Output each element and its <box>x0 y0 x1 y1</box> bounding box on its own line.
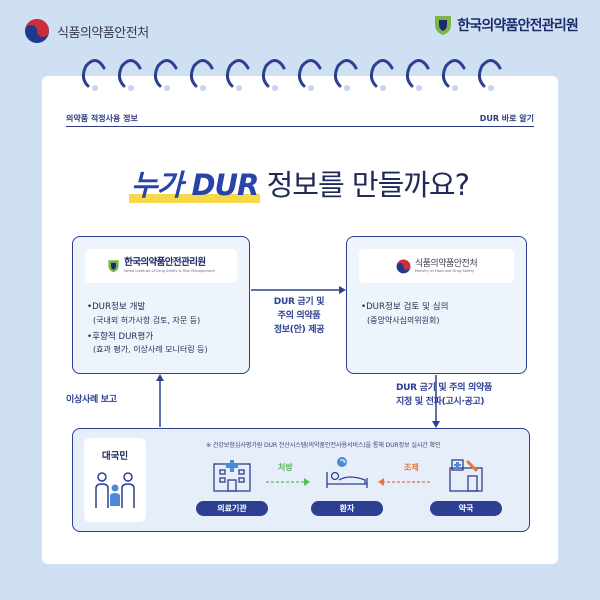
kids-box-logo-name: 한국의약품안전관리원 <box>124 257 206 269</box>
title-rest: 정보를 만들까요? <box>266 168 470 202</box>
pharmacy-icon <box>449 459 483 492</box>
kids-shield-icon <box>108 260 119 273</box>
caption-line: DUR 금기 및 주의 의약품 <box>396 383 492 393</box>
mfds-box: 식품의약품안전처 Ministry of Food and Drug Safet… <box>346 236 527 374</box>
mfds-box-logo-sub: Ministry of Food and Drug Safety <box>414 269 474 274</box>
pharmacy-group: 약국 <box>430 458 502 516</box>
hospital-group: 의료기관 <box>196 458 268 516</box>
caption-designate: DUR 금기 및 주의 의약품 지정 및 전파(고시·공고) <box>396 382 516 410</box>
kids-role-item: •DUR정보 개발 <box>87 302 146 312</box>
hospital-tag: 의료기관 <box>196 501 268 516</box>
page-title: 누가 DUR 정보를 만들까요? <box>0 162 600 204</box>
citizen-label: 대국민 <box>101 451 129 462</box>
family-icon <box>95 472 135 508</box>
kids-role-detail: (효과 평가, 이상사례 모니터링 등) <box>93 345 208 355</box>
kids-shield-icon <box>435 16 452 35</box>
patient-bed-icon <box>326 457 368 488</box>
caption-line: DUR 금기 및 <box>273 297 325 307</box>
prescribe-label: 처방 <box>278 463 293 472</box>
caption-line: 지정 및 전파(고시·공고) <box>396 396 485 407</box>
caption-info-provide: DUR 금기 및 주의 의약품 정보(안) 제공 <box>256 296 342 338</box>
hospital-icon <box>213 460 251 492</box>
taegeuk-icon <box>25 19 49 43</box>
caption-line: 정보(안) 제공 <box>273 324 325 335</box>
mfds-role-list: •DUR정보 검토 및 심의 (중앙약사심의위원회) <box>361 301 449 331</box>
dur-realtime-note: ※ 건강보험심사평가원 DUR 전산시스템(의약품안전사용서비스)을 통해 DU… <box>206 442 441 449</box>
kids-logo: 한국의약품안전관리원 <box>433 14 579 36</box>
kids-name: 한국의약품안전관리원 <box>457 18 579 34</box>
pharmacy-tag: 약국 <box>430 501 502 516</box>
mfds-box-logo-name: 식품의약품안전처 <box>414 258 478 269</box>
kids-box-logo-sub: Korea Institute of Drug Safety & Risk Ma… <box>124 269 215 274</box>
mfds-role-item: •DUR정보 검토 및 심의 <box>361 302 449 312</box>
category-label: 의약품 적정사용 정보 <box>66 114 138 123</box>
kids-box-logo: 한국의약품안전관리원 Korea Institute of Drug Safet… <box>85 249 237 283</box>
header-divider <box>66 126 534 127</box>
kids-role-item: •후향적 DUR평가 <box>87 331 154 342</box>
title-highlight: 누가 DUR <box>128 162 261 204</box>
patient-tag: 환자 <box>311 501 383 516</box>
taegeuk-icon <box>396 259 411 273</box>
patient-group: 환자 <box>311 456 383 516</box>
kids-box: 한국의약품안전관리원 Korea Institute of Drug Safet… <box>72 236 250 374</box>
citizen-card: 대국민 <box>84 438 146 522</box>
mfds-name: 식품의약품안전처 <box>57 25 149 41</box>
mfds-box-logo: 식품의약품안전처 Ministry of Food and Drug Safet… <box>359 249 514 283</box>
mfds-logo: 식품의약품안전처 <box>24 18 149 44</box>
kids-role-detail: (국내외 허가사항 검토, 자문 등) <box>93 315 201 325</box>
caption-adverse-report: 이상사례 보고 <box>66 395 117 405</box>
series-label: DUR 바로 알기 <box>479 114 534 123</box>
kids-role-list: •DUR정보 개발 (국내외 허가사항 검토, 자문 등) •후향적 DUR평가… <box>87 301 208 360</box>
mfds-role-detail: (중앙약사심의위원회) <box>367 315 440 325</box>
caption-line: 주의 의약품 <box>277 310 321 321</box>
dispense-label: 조제 <box>404 463 419 472</box>
spiral-binding <box>81 59 502 91</box>
